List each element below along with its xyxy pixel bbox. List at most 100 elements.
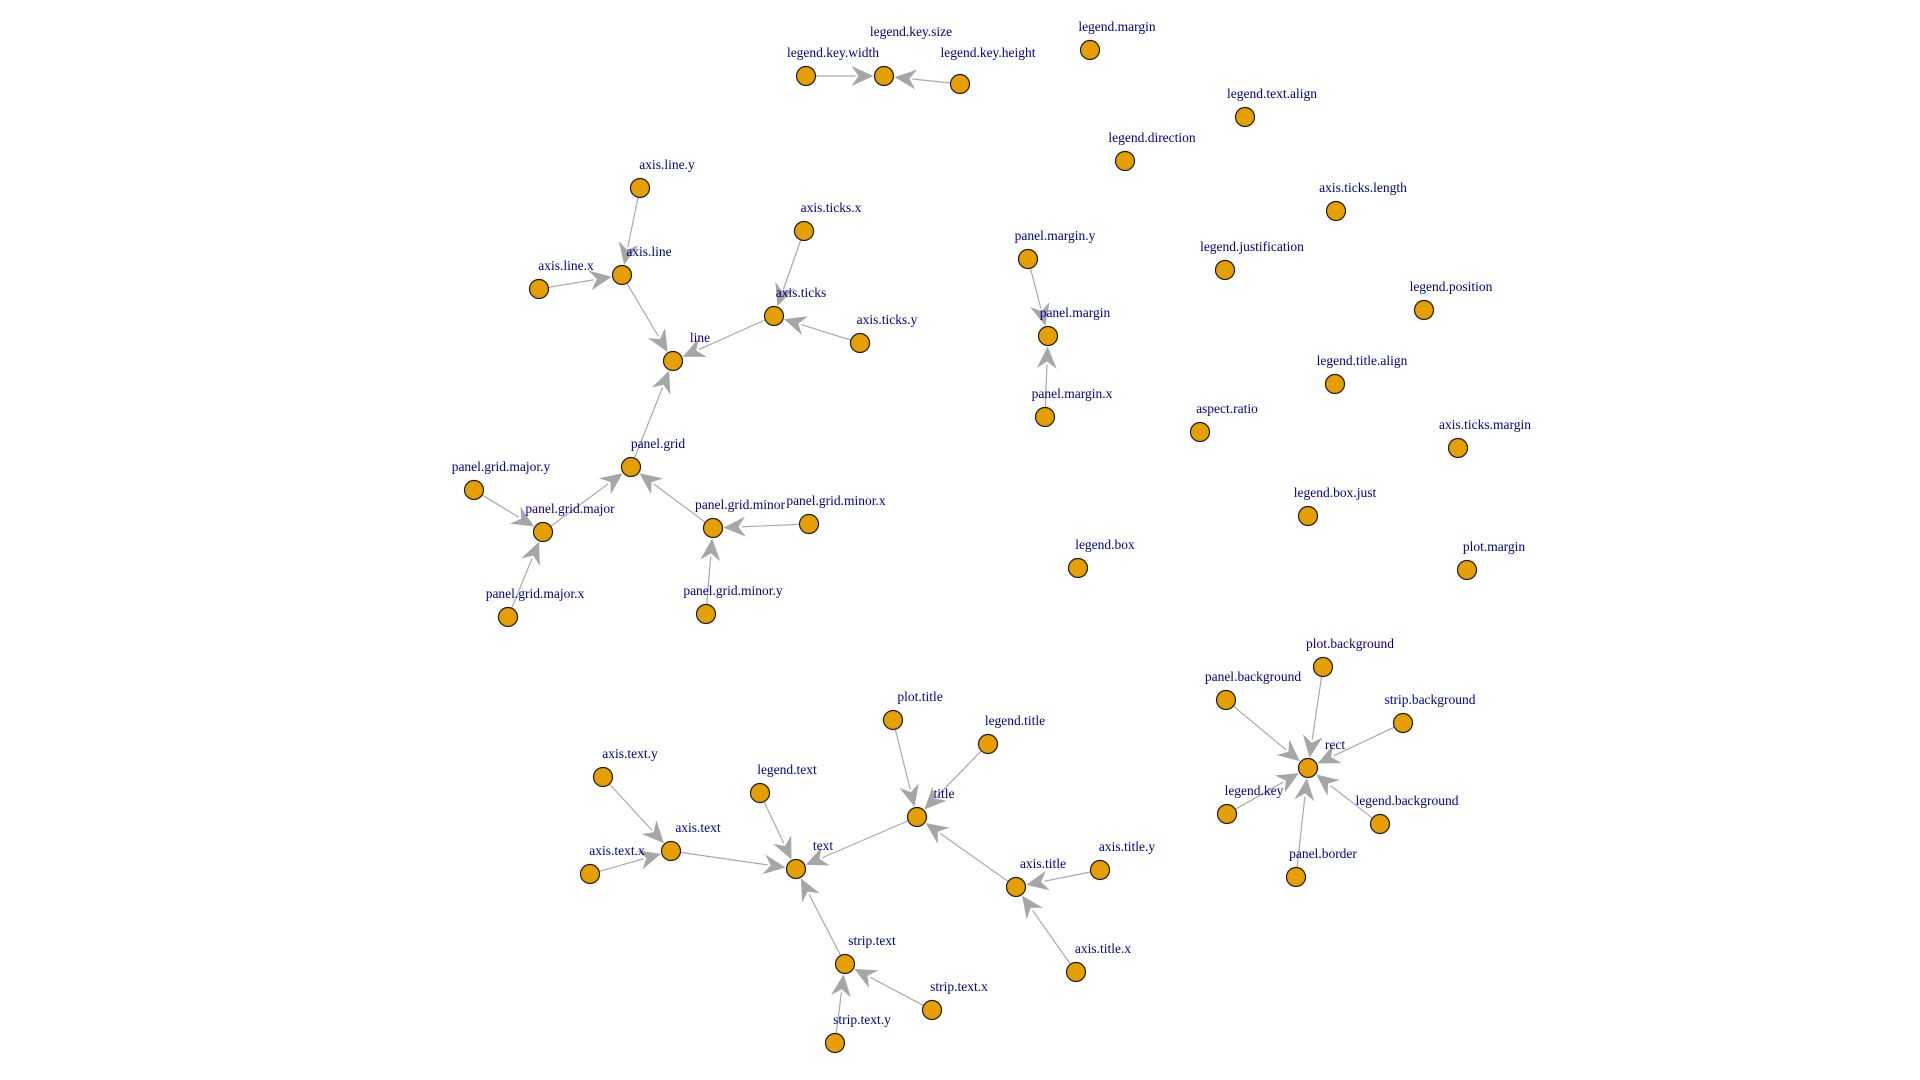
arrowhead-strip-text [854,968,879,989]
node-label-panel-grid-minor: panel.grid.minor [695,497,785,512]
node-panel-grid[interactable] [620,456,642,478]
node-legend-title[interactable] [977,733,999,755]
node-label-axis-ticks: axis.ticks [776,285,827,300]
node-label-strip-background: strip.background [1384,692,1475,707]
edge-axis-title-x-to-axis-title [1031,909,1072,965]
node-label-legend-key-height: legend.key.height [940,45,1035,60]
edge-panel-grid-minor-to-panel-grid [653,483,706,523]
arrowhead-text [805,846,830,866]
node-label-panel-grid-minor-x: panel.grid.minor.x [786,493,886,508]
node-axis-text-y[interactable] [592,766,614,788]
node-label-axis-text-y: axis.text.y [602,746,658,761]
node-label-strip-text: strip.text [848,933,896,948]
edge-axis-title-to-title [939,832,1009,883]
node-label-legend-key: legend.key [1225,783,1284,798]
node-legend-margin[interactable] [1079,39,1101,61]
node-legend-key-size[interactable] [873,65,895,87]
arrowhead-rect [1302,734,1323,758]
node-label-legend-box: legend.box [1075,537,1135,552]
node-strip-text-y[interactable] [824,1032,846,1054]
node-panel-margin-y[interactable] [1017,248,1039,270]
node-label-axis-line-x: axis.line.x [538,258,594,273]
node-label-axis-line: axis.line [626,244,671,259]
node-axis-title-x[interactable] [1065,961,1087,983]
edge-axis-ticks-to-line [698,319,766,350]
node-legend-direction[interactable] [1114,150,1136,172]
node-axis-line-y[interactable] [629,177,651,199]
node-axis-line[interactable] [611,264,633,286]
node-label-axis-ticks-margin: axis.ticks.margin [1439,417,1531,432]
node-strip-text[interactable] [834,953,856,975]
node-text[interactable] [785,858,807,880]
node-axis-line-x[interactable] [528,278,550,300]
node-label-legend-text: legend.text [757,762,817,777]
node-panel-margin[interactable] [1037,325,1059,347]
node-rect[interactable] [1297,757,1319,779]
labels-layer: legend.key.widthlegend.key.sizelegend.ke… [452,19,1532,1027]
node-label-panel-margin-x: panel.margin.x [1032,386,1113,401]
node-legend-position[interactable] [1413,299,1435,321]
node-label-axis-line-y: axis.line.y [639,157,695,172]
node-axis-ticks[interactable] [763,305,785,327]
node-legend-box-just[interactable] [1297,505,1319,527]
edge-axis-text-x-to-axis-text [598,858,644,872]
node-panel-grid-major[interactable] [532,521,554,543]
edge-axis-line-to-line [626,282,659,337]
edge-axis-text-y-to-axis-text [608,783,653,831]
node-panel-margin-x[interactable] [1034,406,1056,428]
node-panel-grid-minor-x[interactable] [798,513,820,535]
arrowhead-rect [1316,774,1340,796]
node-legend-box[interactable] [1067,557,1089,579]
node-axis-title-y[interactable] [1089,859,1111,881]
node-axis-text-x[interactable] [579,863,601,885]
node-label-panel-grid-minor-y: panel.grid.minor.y [683,583,783,598]
node-label-axis-text-x: axis.text.x [589,843,645,858]
node-legend-text-align[interactable] [1234,106,1256,128]
arrowhead-legend-key-size [894,69,918,90]
node-plot-title[interactable] [882,709,904,731]
node-label-legend-title: legend.title [985,713,1045,728]
node-panel-grid-minor[interactable] [702,517,724,539]
node-label-legend-text-align: legend.text.align [1227,86,1317,101]
node-axis-ticks-margin[interactable] [1447,437,1469,459]
node-strip-text-x[interactable] [921,999,943,1021]
node-aspect-ratio[interactable] [1189,421,1211,443]
node-panel-background[interactable] [1215,689,1237,711]
node-axis-ticks-length[interactable] [1325,200,1347,222]
arrowhead-title [925,823,950,844]
node-label-panel-margin-y: panel.margin.y [1015,228,1096,243]
node-legend-text[interactable] [749,782,771,804]
node-label-panel-grid-major-y: panel.grid.major.y [452,459,551,474]
node-legend-title-align[interactable] [1324,373,1346,395]
node-legend-key[interactable] [1216,803,1238,825]
edge-legend-text-to-text [763,801,785,844]
node-legend-key-width[interactable] [795,65,817,87]
node-label-legend-title-align: legend.title.align [1317,353,1408,368]
node-legend-justification[interactable] [1214,259,1236,281]
node-strip-background[interactable] [1392,712,1414,734]
node-panel-grid-minor-y[interactable] [695,603,717,625]
node-panel-grid-major-x[interactable] [497,606,519,628]
node-label-aspect-ratio: aspect.ratio [1196,401,1258,416]
node-axis-text[interactable] [660,840,682,862]
node-axis-ticks-x[interactable] [793,220,815,242]
node-plot-margin[interactable] [1456,559,1478,581]
node-legend-key-height[interactable] [949,73,971,95]
edge-legend-title-to-title [936,750,982,797]
node-label-rect: rect [1325,737,1345,752]
arrowhead-line [651,370,671,395]
arrowhead-panel-grid-minor [723,516,746,537]
node-line[interactable] [662,350,684,372]
node-plot-background[interactable] [1312,656,1334,678]
node-axis-title[interactable] [1005,876,1027,898]
node-panel-border[interactable] [1285,866,1307,888]
arrowhead-text [762,854,786,875]
arrowhead-panel-grid [639,473,664,495]
node-title[interactable] [906,806,928,828]
node-panel-grid-major-y[interactable] [463,479,485,501]
node-axis-ticks-y[interactable] [849,332,871,354]
arrowhead-panel-grid [598,473,623,495]
node-legend-background[interactable] [1369,813,1391,835]
